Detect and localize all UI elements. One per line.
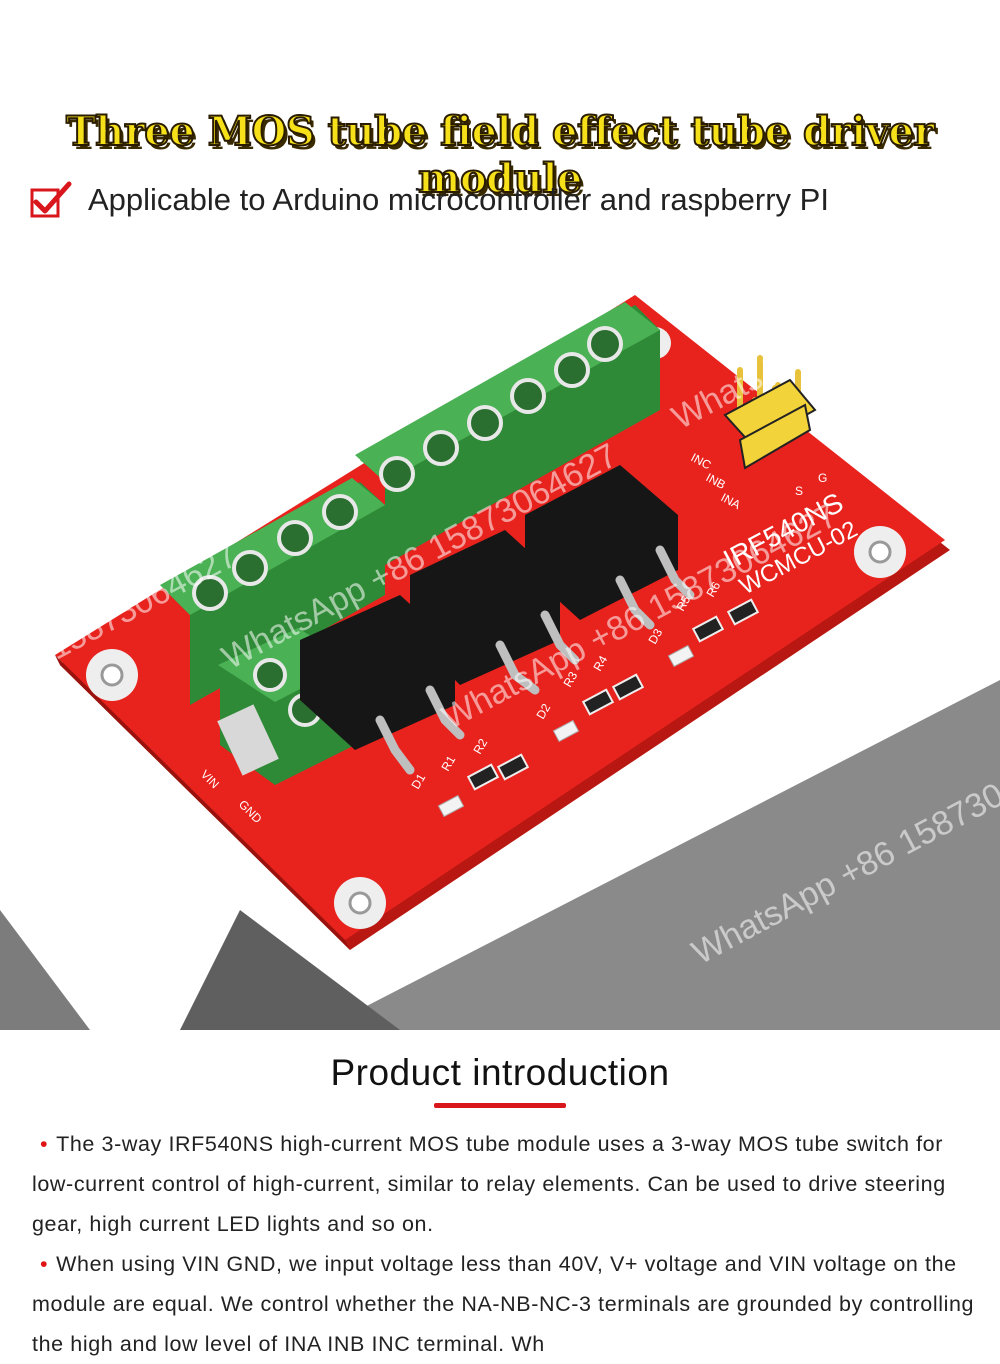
terminal-block-large [355,302,660,565]
bullet-dot: • [40,1252,49,1276]
mosfet [525,465,695,630]
r2-label: R2 [470,736,490,757]
r3-label: R3 [560,669,580,690]
intro-paragraphs: •The 3-way IRF540NS high-current MOS tub… [32,1124,977,1364]
r1-label: R1 [438,753,458,774]
checkmark-icon [30,181,72,218]
r4-label: R4 [590,653,610,674]
mosfet [410,530,580,695]
pin-label-s: S [795,484,803,498]
mounting-hole [86,649,138,701]
r6-label: R6 [703,579,723,600]
led-components [437,644,695,818]
section-title: Product introduction [330,1052,670,1093]
feature-bullet: Applicable to Arduino microcontroller an… [30,180,829,220]
feature-bullet-text: Applicable to Arduino microcontroller an… [88,182,829,217]
d2-label: D2 [533,701,553,722]
mounting-hole [334,877,386,929]
d3-label: D3 [645,626,665,647]
smd-components [466,598,760,791]
intro-paragraph: •When using VIN GND, we input voltage le… [32,1252,975,1356]
bullet-dot: • [40,1132,49,1156]
pin-header [723,355,817,470]
page-title: Three MOS tube field effect tube driver … [65,107,936,203]
watermark: WhatsApp +86 15873064627 [666,250,1000,437]
mounting-hole [854,526,906,578]
product-photo: IRF540NS WCMCU-02 INC INB INA S G VIN GN… [0,250,1000,1030]
background-wedge-left [0,910,90,1030]
intro-paragraph: •The 3-way IRF540NS high-current MOS tub… [32,1132,946,1236]
section-title-underline [434,1103,566,1108]
terminal-block-medium [160,478,385,705]
background-wedge-right [320,680,1000,1030]
r5-label: R5 [673,593,693,614]
background-wedge-mid [180,910,400,1030]
d1-label: D1 [408,771,428,792]
pin-label-g: G [818,471,827,485]
